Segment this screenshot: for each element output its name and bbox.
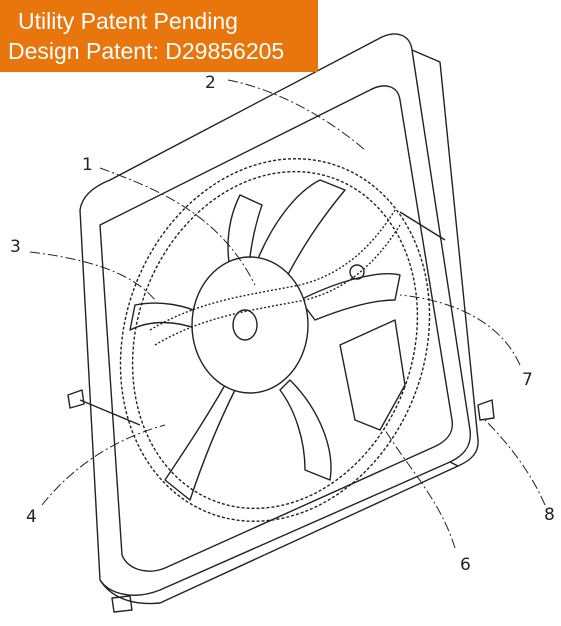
mount-tab bbox=[477, 399, 495, 421]
wire-harness bbox=[154, 224, 401, 346]
fan-ring-outer bbox=[119, 158, 431, 522]
callout-2: 2 bbox=[205, 73, 216, 93]
shroud-bottom bbox=[99, 465, 459, 605]
callout-6: 6 bbox=[460, 555, 471, 575]
leader-line-3 bbox=[29, 251, 156, 301]
leader-line-7 bbox=[399, 294, 521, 366]
callout-1: 1 bbox=[82, 155, 93, 175]
fan-ring-inner bbox=[131, 170, 419, 510]
leader-line-1 bbox=[99, 167, 256, 286]
leader-line-8 bbox=[484, 419, 546, 506]
support-spoke bbox=[399, 211, 446, 241]
patent-banner: Utility Patent Pending Design Patent: D2… bbox=[0, 0, 318, 72]
shroud-outer-frame bbox=[79, 33, 472, 596]
leader-line-6 bbox=[384, 429, 456, 549]
fan-blade bbox=[129, 302, 206, 331]
fan-blade bbox=[164, 384, 236, 501]
callout-3: 3 bbox=[10, 237, 21, 257]
callout-7: 7 bbox=[522, 370, 533, 390]
mount-tab bbox=[67, 389, 85, 409]
motor-hub bbox=[191, 256, 309, 394]
fan-blade bbox=[299, 273, 401, 321]
controller-module bbox=[339, 319, 406, 431]
mount-tab bbox=[111, 595, 133, 613]
callout-4: 4 bbox=[26, 507, 37, 527]
fan-blade bbox=[249, 179, 346, 291]
design-patent-text: Design Patent: D29856205 bbox=[8, 38, 285, 64]
shroud-inner-frame bbox=[99, 85, 454, 572]
leader-line-4 bbox=[41, 424, 166, 506]
fan-blade bbox=[279, 379, 332, 481]
sensor-nut bbox=[349, 264, 365, 280]
wire-harness bbox=[149, 209, 396, 331]
callout-8: 8 bbox=[544, 505, 555, 525]
utility-patent-text: Utility Patent Pending bbox=[18, 8, 238, 34]
shroud-side bbox=[411, 49, 479, 467]
support-spoke bbox=[79, 399, 141, 426]
leader-line-2 bbox=[227, 79, 366, 151]
motor-hub-center bbox=[232, 309, 258, 341]
